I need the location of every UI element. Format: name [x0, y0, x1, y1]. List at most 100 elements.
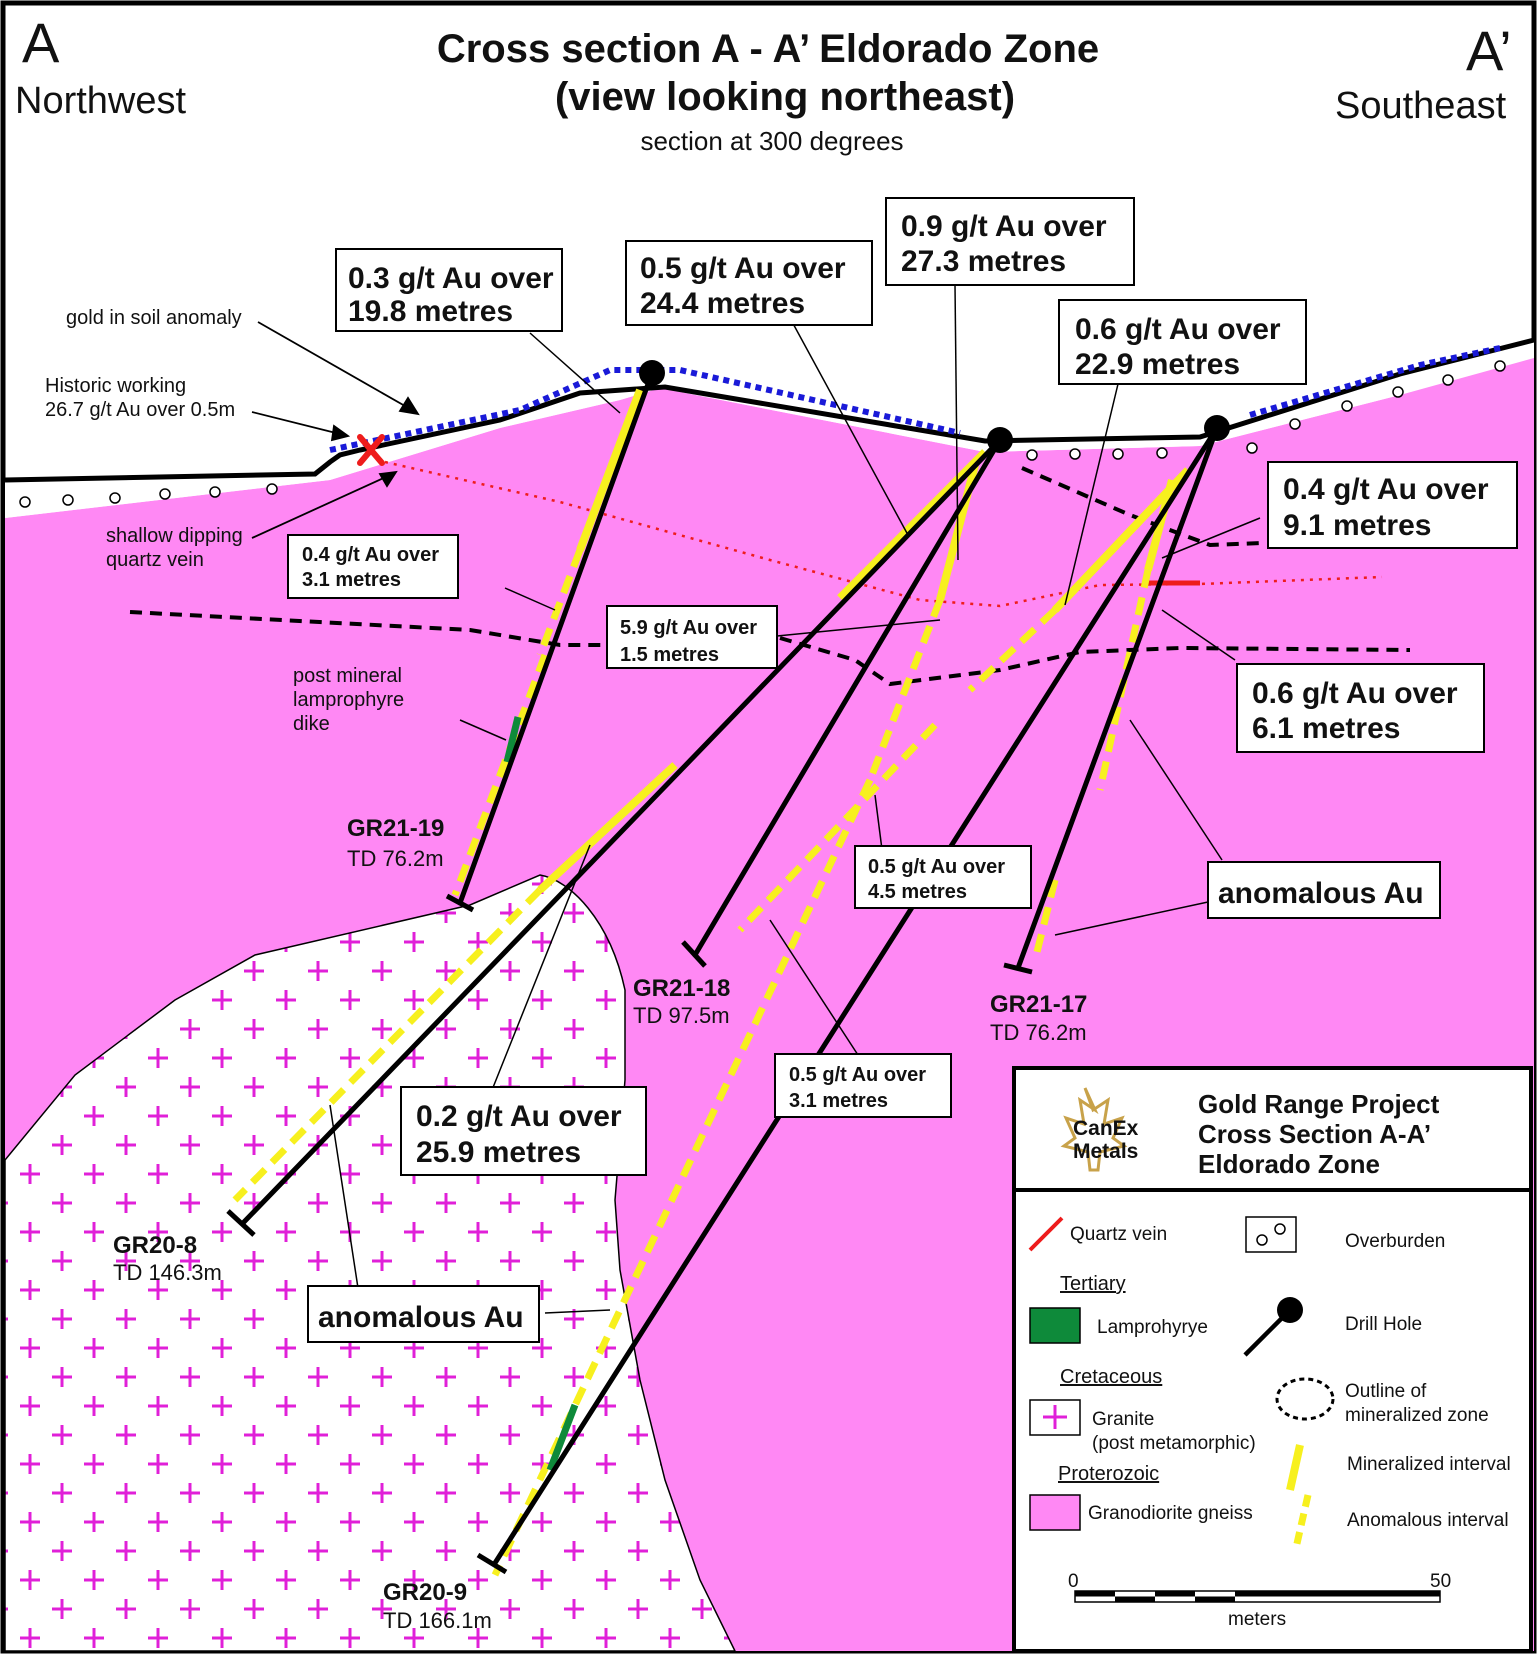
svg-text:24.4 metres: 24.4 metres: [640, 287, 805, 320]
drill-hole-traces: [240, 370, 1220, 1566]
overburden-circles: [19, 360, 1506, 508]
label-dike-1: post mineral: [293, 665, 402, 687]
legend-title-line1: Gold Range Project: [1198, 1089, 1440, 1119]
label-dike-2: lamprophyre: [293, 689, 404, 711]
intercept-box-3: 0.6 g/t Au over 22.9 metres: [1058, 299, 1307, 385]
legend-tertiary-heading: Tertiary: [1060, 1273, 1126, 1295]
hole-td-gr21-18: TD 97.5m: [633, 1003, 730, 1028]
drill-collar-gr21-19: [639, 360, 665, 386]
legend-overburden-swatch: [1245, 1216, 1297, 1253]
svg-text:0.9 g/t Au over: 0.9 g/t Au over: [901, 210, 1107, 243]
svg-text:25.9 metres: 25.9 metres: [416, 1136, 581, 1169]
label-gold-soil-anomaly: gold in soil anomaly: [66, 307, 242, 329]
intercept-box-1: 0.5 g/t Au over 24.4 metres: [625, 240, 873, 326]
corner-label-a: A: [22, 11, 60, 74]
svg-text:22.9 metres: 22.9 metres: [1075, 348, 1240, 381]
hole-td-gr21-17: TD 76.2m: [990, 1020, 1087, 1045]
svg-text:0.6 g/t Au over: 0.6 g/t Au over: [1252, 677, 1458, 710]
legend-mineralized-swatch: [1286, 1444, 1304, 1491]
annotation-arrows: [251, 321, 420, 539]
svg-text:6.1 metres: 6.1 metres: [1252, 712, 1400, 745]
svg-text:0.5 g/t Au over: 0.5 g/t Au over: [789, 1064, 926, 1086]
hole-td-gr20-9: TD 166.1m: [383, 1608, 492, 1633]
legend-outline-label-1: Outline of: [1345, 1381, 1427, 1402]
drill-hole-td-ticks: [226, 893, 1033, 1575]
legend-drill-hole-icon: [1277, 1297, 1303, 1323]
svg-text:3.1 metres: 3.1 metres: [789, 1090, 888, 1112]
anomalous-au-box-right: anomalous Au: [1207, 861, 1441, 919]
legend-panel: CanEx Metals Gold Range Project Cross Se…: [1012, 1066, 1533, 1653]
logo-text-line1: CanEx: [1073, 1117, 1139, 1140]
label-historic-working-1: Historic working: [45, 375, 186, 397]
scale-bar: [1074, 1590, 1441, 1603]
svg-text:anomalous Au: anomalous Au: [1218, 877, 1424, 910]
svg-text:0.3 g/t Au over: 0.3 g/t Au over: [348, 262, 554, 295]
hole-name-gr20-8: GR20-8: [113, 1232, 197, 1259]
hole-td-gr20-8: TD 146.3m: [113, 1260, 222, 1285]
svg-text:1.5 metres: 1.5 metres: [620, 644, 719, 666]
soil-anomaly-line-east: [1249, 345, 1501, 418]
intercept-box-2: 0.9 g/t Au over 27.3 metres: [885, 197, 1135, 286]
svg-text:5.9 g/t Au over: 5.9 g/t Au over: [620, 617, 757, 639]
svg-text:0.6 g/t Au over: 0.6 g/t Au over: [1075, 313, 1281, 346]
legend-lamprophyre-label: Lamprohyrye: [1097, 1317, 1208, 1338]
svg-text:9.1 metres: 9.1 metres: [1283, 509, 1431, 542]
intercept-box-4: 0.4 g/t Au over 9.1 metres: [1267, 461, 1518, 549]
intercept-box-9: 0.5 g/t Au over 3.1 metres: [774, 1053, 952, 1118]
legend-proterozoic-heading: Proterozoic: [1058, 1463, 1159, 1485]
drill-collar-gr21-18: [987, 427, 1013, 453]
leader-lines: [329, 284, 1261, 1314]
corner-label-a-prime: A’: [1466, 19, 1512, 82]
direction-northwest: Northwest: [15, 80, 186, 122]
intercept-box-6: 5.9 g/t Au over 1.5 metres: [606, 605, 778, 669]
hole-name-gr21-18: GR21-18: [633, 975, 730, 1002]
legend-quartz-vein-label: Quartz vein: [1070, 1224, 1167, 1245]
scale-label-fifty: 50: [1430, 1571, 1451, 1592]
intercept-box-10: 0.2 g/t Au over 25.9 metres: [400, 1086, 647, 1176]
scale-label-zero: 0: [1068, 1571, 1079, 1592]
svg-text:27.3 metres: 27.3 metres: [901, 245, 1066, 278]
legend-title-line3: Eldorado Zone: [1198, 1149, 1380, 1179]
legend-quartz-vein-swatch: [1028, 1216, 1064, 1252]
lamprophyre-dike-deep: [546, 1403, 579, 1472]
hole-name-gr21-17: GR21-17: [990, 991, 1087, 1018]
hole-name-gr20-9: GR20-9: [383, 1579, 467, 1606]
legend-mineralized-label: Mineralized interval: [1347, 1454, 1511, 1475]
legend-granite-label-1: Granite: [1092, 1409, 1154, 1430]
intercept-box-7: 0.6 g/t Au over 6.1 metres: [1236, 663, 1485, 753]
svg-text:anomalous Au: anomalous Au: [318, 1301, 524, 1334]
mineralized-zone-outline-right: [1021, 466, 1263, 548]
diagram-title-line1: Cross section A - A’ Eldorado Zone: [437, 27, 1099, 71]
drill-collar-gr21-17: [1204, 415, 1230, 441]
svg-text:0.4 g/t Au over: 0.4 g/t Au over: [1283, 473, 1489, 506]
svg-text:4.5 metres: 4.5 metres: [868, 881, 967, 903]
mineralized-zone-outline-mid: [779, 636, 1411, 687]
svg-text:0.4 g/t Au over: 0.4 g/t Au over: [302, 544, 439, 566]
lamprophyre-dike: [503, 716, 522, 763]
svg-text:0.5 g/t Au over: 0.5 g/t Au over: [868, 856, 1005, 878]
topography-surface: [4, 337, 1535, 483]
intercept-box-8: 0.5 g/t Au over 4.5 metres: [854, 845, 1032, 909]
svg-text:19.8 metres: 19.8 metres: [348, 295, 513, 328]
canex-maple-leaf-icon: [1060, 1087, 1128, 1172]
svg-text:0.5 g/t Au over: 0.5 g/t Au over: [640, 252, 846, 285]
label-shallow-vein-1: shallow dipping: [106, 525, 243, 547]
legend-overburden-label: Overburden: [1345, 1231, 1445, 1252]
intercept-box-5: 0.4 g/t Au over 3.1 metres: [287, 534, 459, 599]
label-shallow-vein-2: quartz vein: [106, 549, 204, 571]
label-dike-3: dike: [293, 713, 330, 735]
legend-drill-hole-label: Drill Hole: [1345, 1314, 1422, 1335]
hole-name-gr21-19: GR21-19: [347, 815, 444, 842]
diagram-subtitle: section at 300 degrees: [640, 126, 903, 156]
logo-text-line2: Metals: [1073, 1140, 1138, 1163]
anomalous-au-box-left: anomalous Au: [307, 1285, 540, 1343]
legend-lamprophyre-swatch: [1029, 1307, 1081, 1344]
mineralized-zone-outline-upper: [129, 610, 620, 647]
legend-outline-swatch: [1275, 1377, 1335, 1421]
legend-anomalous-label: Anomalous interval: [1347, 1510, 1509, 1531]
intercept-box-0: 0.3 g/t Au over 19.8 metres: [335, 248, 563, 332]
legend-title-line2: Cross Section A-A’: [1198, 1119, 1431, 1149]
svg-text:0.2 g/t Au over: 0.2 g/t Au over: [416, 1100, 622, 1133]
legend-outline-label-2: mineralized zone: [1345, 1405, 1489, 1426]
legend-gneiss-swatch: [1029, 1494, 1081, 1531]
